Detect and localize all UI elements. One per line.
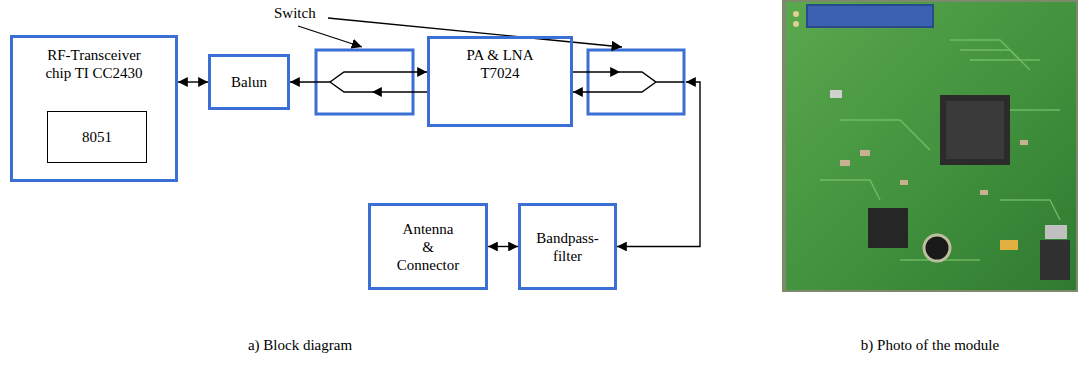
- signal-line: [178, 81, 208, 82]
- block-label: RF-Transceiver chip TI CC2430: [38, 46, 150, 82]
- block-box: RF-Transceiver chip TI CC2430 8051: [10, 35, 178, 182]
- callout-label: Switch: [274, 4, 316, 22]
- block-box: PA & LNA T7024: [427, 36, 573, 127]
- signal-line: [330, 72, 427, 82]
- figure-caption: b) Photo of the module: [830, 336, 1030, 354]
- signal-line: [290, 81, 330, 82]
- block-label: Balun: [231, 73, 267, 91]
- signal-line: [620, 72, 684, 82]
- block-label: PA & LNA T7024: [463, 46, 537, 82]
- block-label: Bandpass-filter: [528, 229, 608, 265]
- block-box: Antenna & Connector: [368, 203, 488, 290]
- connector: [178, 82, 208, 83]
- signal-line: [330, 82, 372, 92]
- signal-line: [573, 71, 620, 72]
- signal-line: [372, 91, 427, 92]
- switch-box: [588, 50, 684, 114]
- signal-line: [573, 82, 656, 92]
- switch-box: [316, 50, 413, 114]
- signal-line: [617, 82, 700, 247]
- signal-line: [488, 246, 518, 247]
- figure-caption: a) Block diagram: [200, 336, 400, 354]
- connector: [488, 246, 518, 247]
- leader-arrow: [298, 26, 362, 47]
- connector: [573, 72, 700, 247]
- leader-arrow: [328, 18, 622, 47]
- block-box: Bandpass-filter: [518, 203, 617, 290]
- block-box: Balun: [208, 54, 290, 110]
- connector: [290, 72, 427, 92]
- cpu-core-box: 8051: [47, 111, 147, 163]
- block-label: 8051: [82, 128, 112, 146]
- block-label: Antenna & Connector: [397, 220, 459, 274]
